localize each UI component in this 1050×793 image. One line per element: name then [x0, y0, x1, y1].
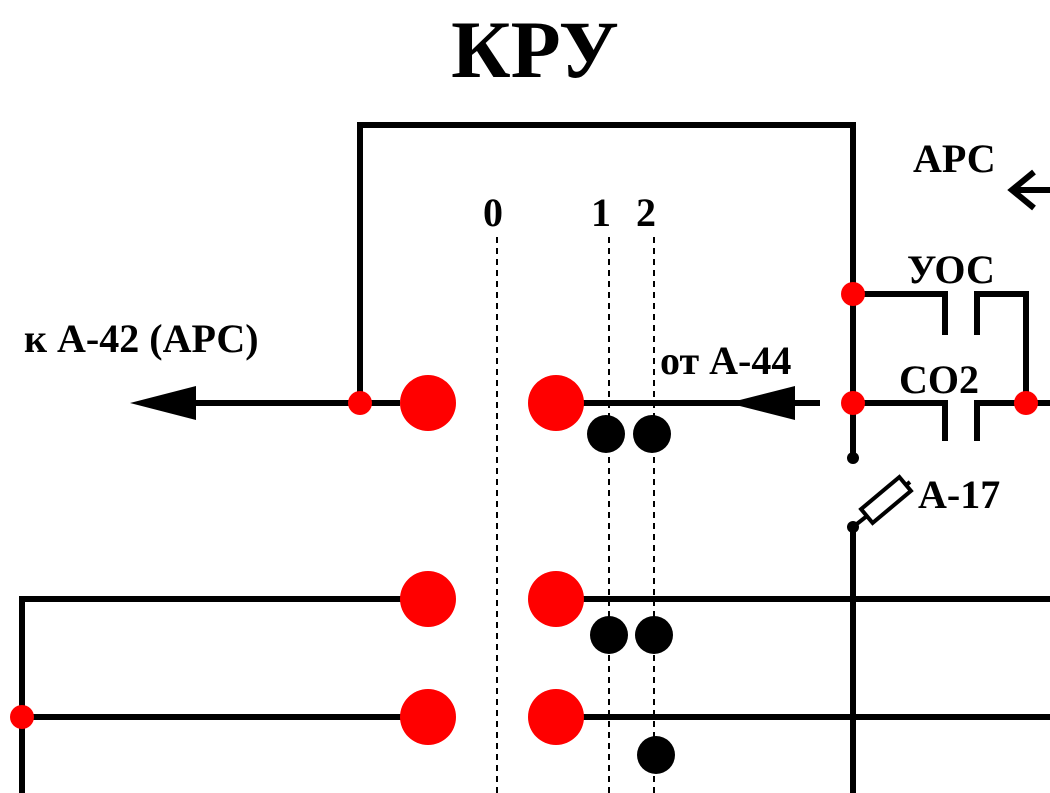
fuse-icon: [851, 474, 914, 529]
junction-node-uos: [841, 282, 865, 306]
label-to-a42: к А-42 (АРС): [24, 316, 259, 361]
contact-finger-row2-left: [400, 571, 456, 627]
junction-node-co2-right: [1014, 391, 1038, 415]
arrowhead-icon-right: [728, 386, 795, 420]
arrowhead-icon-ars: [1007, 169, 1036, 211]
co2-contact-right: [974, 400, 1050, 441]
contact-dot-row1-pos2: [633, 415, 671, 453]
position-0-label: 0: [483, 190, 503, 235]
uos-contact-right: [974, 291, 1029, 403]
label-co2: СО2: [899, 357, 979, 402]
contact-finger-row1-left: [400, 375, 456, 431]
junction-node-co2-left: [841, 391, 865, 415]
position-2-label: 2: [636, 190, 656, 235]
contact-finger-row3-left: [400, 689, 456, 745]
label-fuse-a17: А-17: [918, 472, 1000, 517]
label-from-a44: от А-44: [660, 338, 791, 383]
contact-dot-row1-pos1: [587, 415, 625, 453]
label-uos: УОС: [907, 247, 995, 292]
uos-contact-left: [853, 291, 948, 335]
row2-left-wire: [19, 596, 428, 793]
arrowhead-icon-left: [130, 386, 196, 420]
co2-contact-left: [853, 400, 948, 441]
contact-dot-row2-pos2: [635, 616, 673, 654]
contact-finger-row2-right: [528, 571, 584, 627]
contact-dot-row2-pos1: [590, 616, 628, 654]
junction-node-row3-left: [10, 705, 34, 729]
bus-terminal-upper: [847, 452, 859, 464]
contact-finger-row1-right: [528, 375, 584, 431]
position-1-label: 1: [591, 190, 611, 235]
label-ars: АРС: [913, 136, 996, 181]
diagram-title: КРУ: [451, 4, 619, 95]
junction-node-left-loop: [348, 391, 372, 415]
contact-dot-row3-pos2: [637, 736, 675, 774]
contact-finger-row3-right: [528, 689, 584, 745]
